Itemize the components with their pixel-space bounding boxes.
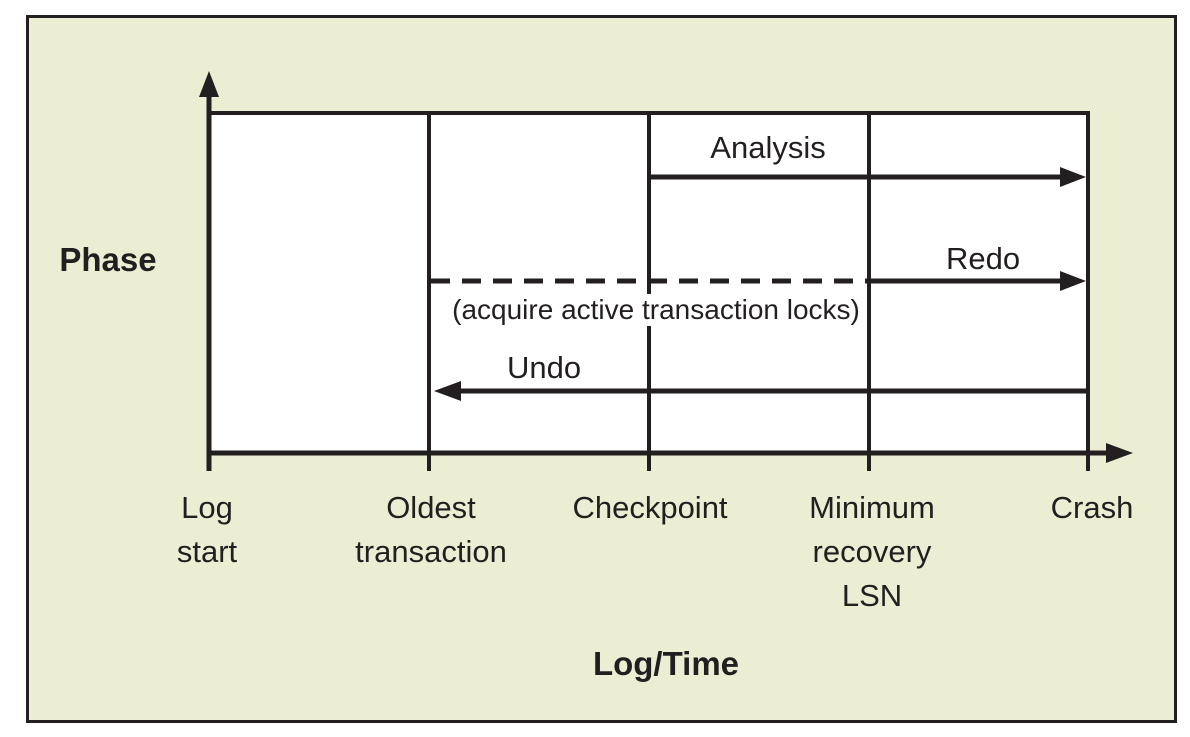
log-time-axis-label: Log/Time — [592, 645, 740, 682]
undo-arrowhead — [434, 381, 461, 401]
tick-label-line: Checkpoint — [572, 490, 728, 525]
tick-label-line: Log — [181, 490, 233, 525]
redo-arrowhead — [1060, 271, 1086, 291]
tick-label-line: transaction — [355, 534, 507, 569]
undo-label: Undo — [506, 350, 582, 385]
redo-label: Redo — [945, 241, 1021, 276]
tick-label-line: Minimum — [809, 490, 935, 525]
tick-label-line: LSN — [841, 578, 903, 613]
phase-axis-label: Phase — [59, 241, 157, 278]
tick-label-line: Crash — [1050, 490, 1134, 525]
analysis-label: Analysis — [710, 130, 826, 165]
tick-label-log-start: Log start — [177, 486, 237, 574]
tick-label-line: recovery — [812, 534, 932, 569]
y-axis-arrowhead — [199, 71, 219, 97]
tick-label-crash: Crash — [1051, 486, 1134, 530]
x-axis-arrowhead — [1106, 443, 1133, 463]
tick-label-minimum-recovery-lsn: Minimum recovery LSN — [809, 486, 935, 618]
tick-label-checkpoint: Checkpoint — [572, 486, 727, 530]
tick-label-line: Oldest — [386, 490, 476, 525]
tick-label-line: start — [176, 534, 238, 569]
tick-label-oldest-transaction: Oldest transaction — [355, 486, 507, 574]
locks-note-label: (acquire active transaction locks) — [449, 294, 863, 326]
analysis-arrowhead — [1060, 167, 1086, 187]
